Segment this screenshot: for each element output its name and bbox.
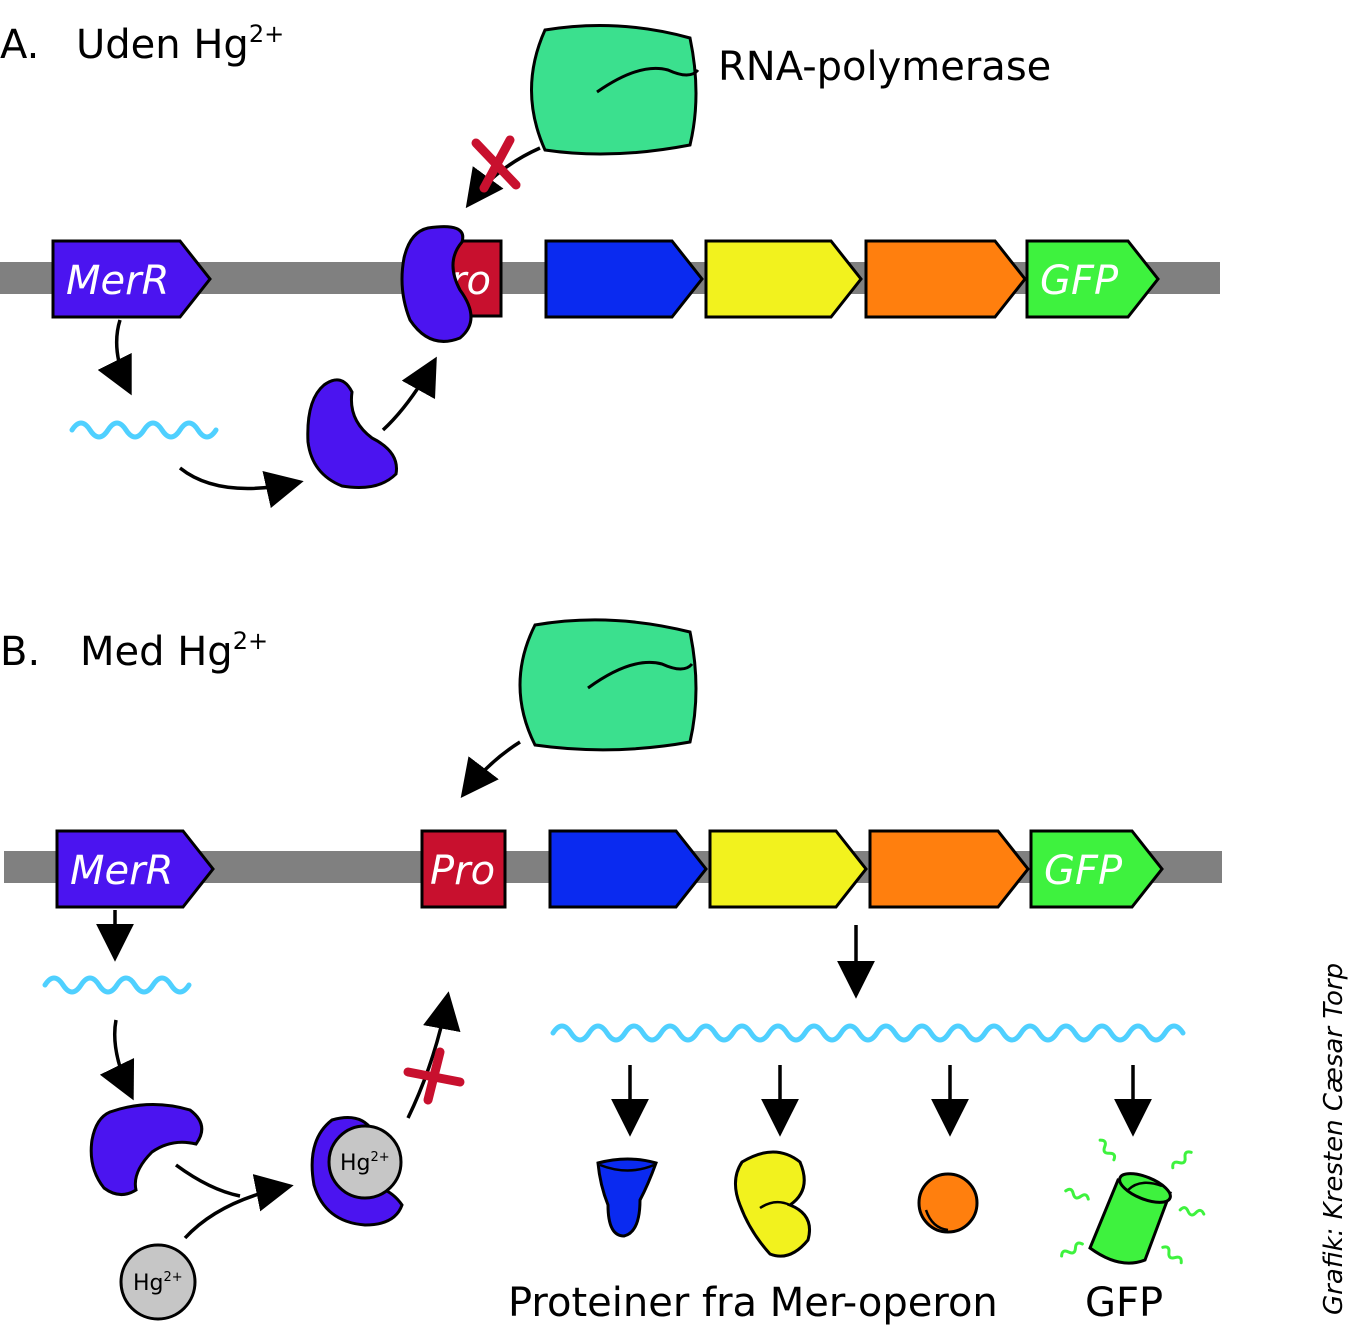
binding-arrow-a [381,356,437,432]
merr-repressor-bound [400,225,473,343]
polymerase-arrow-b [460,740,521,799]
merr-hg-complex: Hg2+ [310,1116,404,1227]
credit-text: Grafik: Kresten Cæsar Torp [1319,963,1349,1315]
rna-polymerase-a [530,24,700,156]
gene-merr-label-a: MerR [66,258,169,304]
hg-ion-bound-label: Hg2+ [340,1150,390,1176]
rna-polymerase-b [518,618,698,752]
hg-ion-free-label: Hg2+ [133,1270,183,1296]
transcription-arrow-a [97,319,132,396]
gene-gfp-b [1029,829,1164,909]
proteins-caption: Proteiner fra Mer-operon [508,1280,998,1326]
panel-a-title: Uden Hg2+ [76,20,284,68]
protein-orange [917,1172,979,1234]
protein-yellow [734,1150,811,1258]
panel-b-title: Med Hg2+ [80,627,268,675]
gene-yellow-a [704,239,863,319]
gene-orange-b [868,829,1030,909]
hg-ion-free: Hg2+ [119,1243,197,1321]
panel-b-letter: B. [0,629,40,675]
panel-b: B. Med Hg2+ MerR Pro GFP [0,618,1222,1326]
gfp-caption: GFP [1085,1280,1163,1326]
merr-protein-a [306,378,398,489]
block-cross-a [471,135,521,193]
gene-merr-a [51,239,212,319]
promoter-b [420,829,507,909]
protein-blue [596,1157,658,1238]
gene-merr-label-b: MerR [70,848,173,894]
hg-merge-arrow [183,1174,294,1240]
gfp-glow [1060,1138,1206,1265]
gene-blue-a [544,239,704,319]
promoter-label-b: Pro [430,848,495,894]
gene-merr-b [55,829,215,909]
rna-polymerase-label: RNA-polymerase [718,44,1051,90]
panel-a-letter: A. [0,22,39,68]
translation-arrow-a [178,466,304,509]
gene-orange-a [864,239,1027,319]
operon-mrna [550,1023,1186,1043]
merr-mrna-a [69,420,219,440]
gene-gfp-label-a: GFP [1040,258,1119,304]
merr-merge-arrow [174,1163,241,1198]
gene-gfp-a [1025,239,1160,319]
blocked-binding-arrow [406,991,461,1119]
gene-gfp-label-b: GFP [1044,848,1123,894]
gene-blue-b [548,829,708,909]
gene-yellow-b [708,829,868,909]
block-cross-b [403,1047,465,1105]
translation-arrow-b [99,1019,135,1101]
merr-mrna-b [42,975,192,995]
panel-a: A. Uden Hg2+ RNA-polymerase MerR ro GFP [0,20,1220,509]
gfp-protein [1088,1172,1172,1265]
merr-protein-b [89,1103,204,1196]
